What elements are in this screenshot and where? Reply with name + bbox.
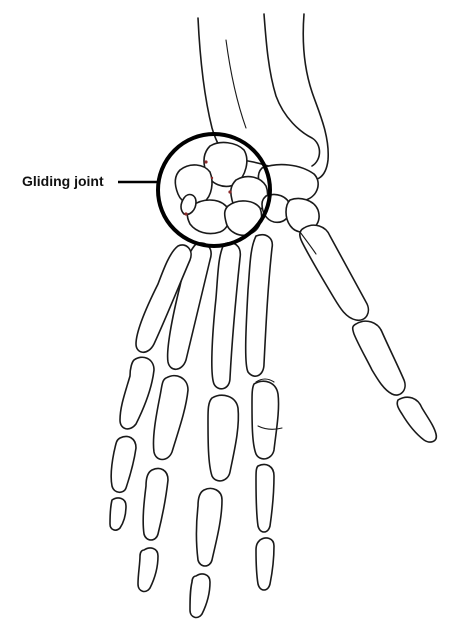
gliding-joint-label: Gliding joint: [22, 173, 104, 189]
joint-marks: [184, 160, 232, 216]
sesamoid-bones: [255, 231, 317, 430]
ring-finger-bones: [137, 242, 212, 593]
gliding-joint-highlight-circle: [156, 132, 272, 248]
middle-finger-bones: [189, 242, 242, 619]
little-finger-bones: [109, 244, 192, 531]
ulna-bone: [263, 13, 321, 167]
thumb-bones: [299, 224, 438, 443]
index-finger-bones: [244, 233, 280, 591]
